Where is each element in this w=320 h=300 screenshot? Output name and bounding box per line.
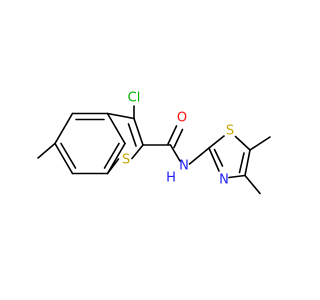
bond-carbonyl-o-second (173, 128, 184, 149)
bond-carbonyl-n (169, 144, 181, 162)
atom-labels: Cl O S S N H N (122, 91, 234, 188)
bond-ring-a4-inner (60, 142, 77, 169)
bond-methyl-benzene (37, 142, 56, 159)
bond-carbonyl-o (167, 125, 178, 145)
thiazole-n-label: N (219, 173, 229, 188)
bond-n-c2-thiazole-ring-inner (213, 148, 224, 167)
bond-c2-s-thiazole (208, 135, 225, 149)
sulfur-benzothiophene-label: S (122, 153, 130, 168)
bond-c3a-c3 (106, 112, 135, 120)
bond-ring-a1 (106, 112, 126, 145)
bond-c3-c2-inner (127, 123, 137, 147)
chlorine-label: Cl (128, 91, 141, 106)
structure-canvas: Cl O S S N H N (37, 91, 271, 195)
bond-c3-c2 (133, 117, 144, 146)
bond-methyl-c4 (244, 174, 261, 195)
bonds (37, 105, 271, 195)
bond-ring-a2-inner (103, 142, 120, 169)
amide-n-label: N (179, 159, 189, 174)
bond-n-c2-thiazole-ring (208, 147, 220, 172)
bond-c5-c4-thiazole (244, 149, 251, 177)
bond-ring-a4 (54, 142, 74, 175)
sulfur-thiazole-label: S (226, 124, 234, 139)
bond-methyl-c5 (249, 136, 271, 151)
bond-s-c7a (106, 158, 120, 175)
molecule-drawing: Cl O S S N H N (37, 91, 271, 195)
bond-n-c2-thiazole (188, 147, 210, 165)
bond-c2-s (131, 144, 144, 160)
amide-h-label: H (166, 171, 176, 186)
bond-s-c5-thiazole (234, 135, 251, 151)
oxygen-label: O (177, 111, 187, 126)
bond-c5-c4-thiazole-inner (238, 152, 245, 174)
bond-ring-a5 (54, 112, 74, 145)
bond-c4-n-thiazole (228, 174, 246, 179)
